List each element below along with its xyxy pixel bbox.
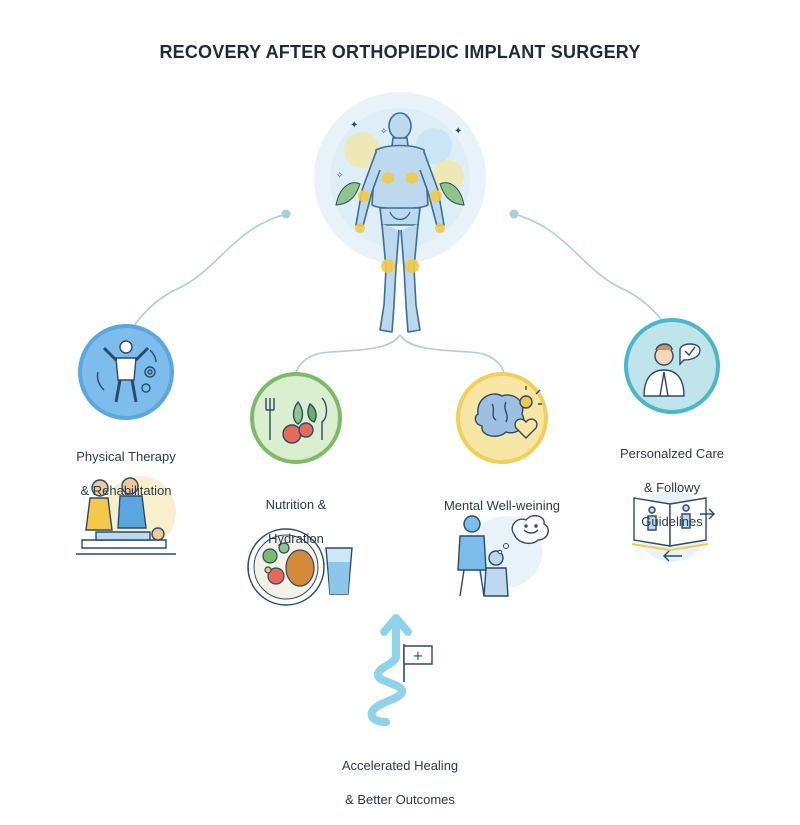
care-line2: & Followy [643, 480, 701, 495]
body-figure-icon: ✦ ✧ ✦ ✧ [314, 92, 486, 333]
flag-symbol: + [413, 649, 424, 664]
connector-dot-right [509, 209, 519, 219]
svg-text:✦: ✦ [454, 126, 462, 137]
outcome-label: Accelerated Healing & Better Outcomes [320, 740, 480, 825]
connector-left [127, 213, 287, 336]
mental-line1: Mental Well-weining [443, 498, 561, 513]
food-plate-icon [247, 528, 353, 606]
mental-wellbeing-icon [456, 372, 548, 464]
physical-therapy-icon [78, 324, 174, 420]
healing-path-icon [367, 614, 412, 726]
physical-therapy-line2: & Rehabilitation [80, 483, 172, 498]
outcome-line1: Accelerated Healing [341, 758, 459, 773]
svg-text:✦: ✦ [350, 120, 358, 131]
support-scene-icon [457, 514, 549, 597]
nutrition-line1: Nutrition & [265, 497, 327, 512]
guidelines-book-icon [631, 490, 715, 562]
mental-label: Mental Well-weining [432, 480, 572, 531]
nutrition-icon [250, 372, 342, 464]
connector-right [513, 213, 673, 336]
nutrition-label: Nutrition & Hydration [236, 479, 356, 564]
connector-lines [127, 213, 673, 373]
care-line3: Guidelines [641, 514, 703, 529]
care-line1: Personalzed Care [619, 446, 725, 461]
care-label: Personalzed Care & Followy Guidelines [602, 428, 742, 547]
connector-dot-left [281, 209, 291, 219]
doctor-icon [624, 318, 720, 414]
nutrition-line2: Hydration [268, 531, 324, 546]
svg-text:✧: ✧ [380, 127, 388, 137]
physical-therapy-label: Physical Therapy & Rehabilitation [56, 431, 196, 516]
flag-icon: + [403, 644, 433, 682]
page-title: RECOVERY AFTER ORTHOPIEDIC IMPLANT SURGE… [159, 42, 641, 62]
physical-therapy-line1: Physical Therapy [76, 449, 176, 464]
svg-text:✧: ✧ [336, 171, 344, 181]
therapy-scene-icon [76, 476, 176, 555]
connector-center [295, 334, 505, 373]
recovery-diagram: ✦ ✧ ✦ ✧ [76, 92, 720, 726]
